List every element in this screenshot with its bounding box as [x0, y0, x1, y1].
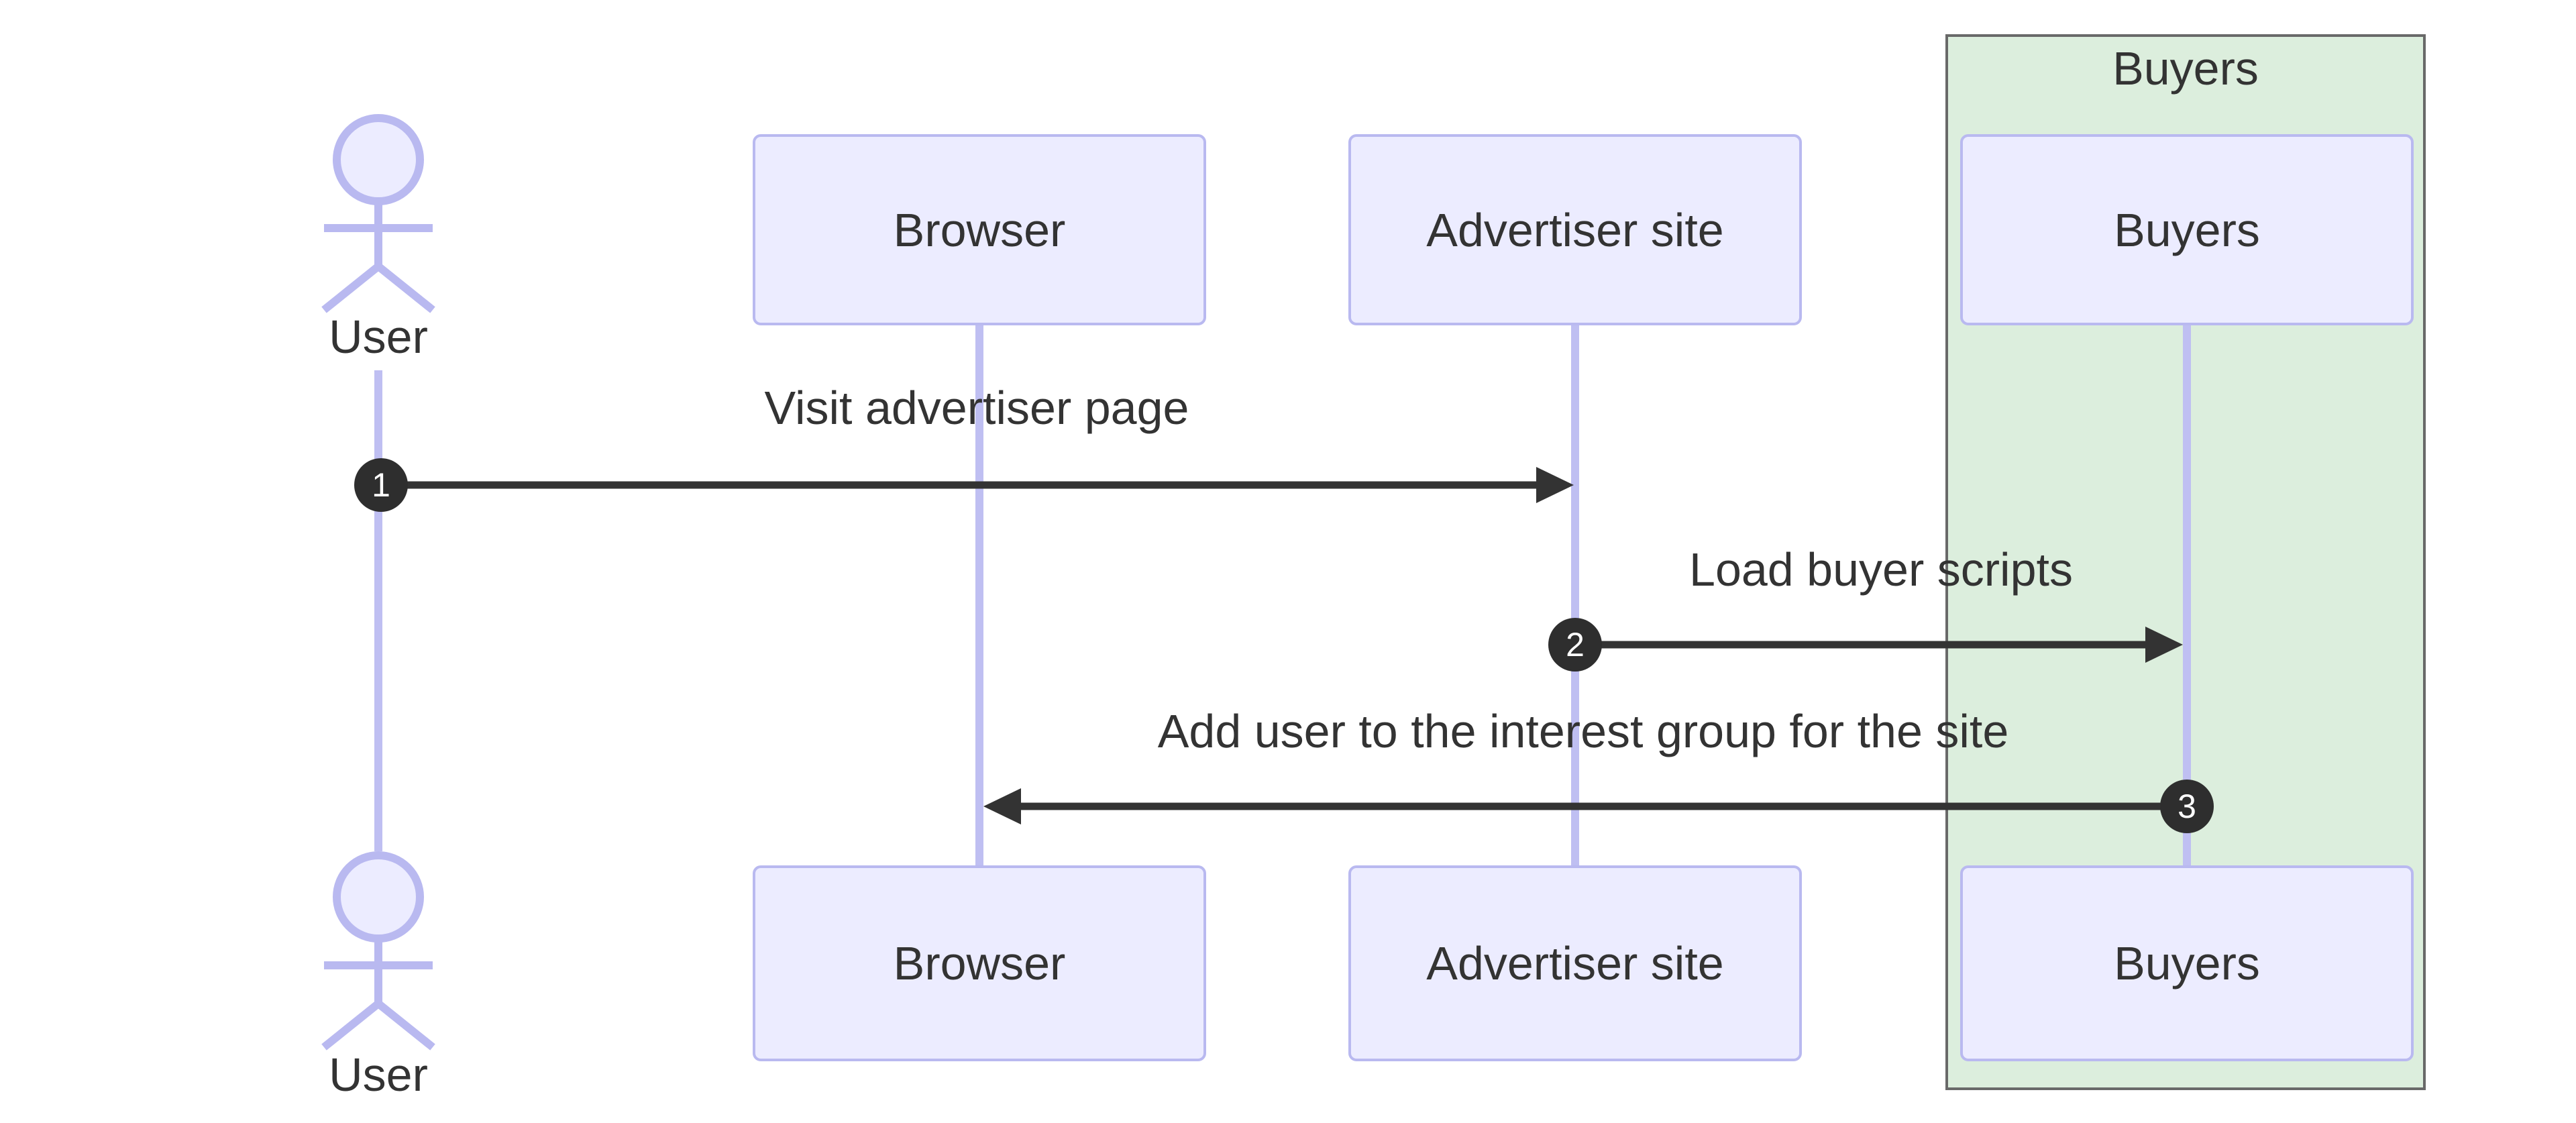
participant-box-browser-bottom: Browser — [753, 865, 1206, 1061]
message-arrow-1 — [381, 467, 1574, 503]
message-label-2: Load buyer scripts — [1689, 543, 2073, 596]
participant-box-advertiser-site-bottom: Advertiser site — [1348, 865, 1802, 1061]
arrowhead-left-icon — [983, 788, 1021, 824]
participant-label: Advertiser site — [1426, 203, 1724, 256]
participant-box-advertiser-site-top: Advertiser site — [1348, 134, 1802, 325]
message-arrow-2 — [1575, 627, 2183, 663]
participant-label: Browser — [893, 203, 1066, 256]
lifeline-buyers — [2183, 325, 2191, 865]
participant-label: Buyers — [2114, 203, 2260, 256]
lifeline-browser — [975, 325, 983, 865]
participant-label: Browser — [893, 937, 1066, 990]
arrowhead-right-icon — [2145, 627, 2183, 663]
buyers-group-label: Buyers — [2112, 42, 2259, 95]
participant-box-buyers-top: Buyers — [1960, 134, 2414, 325]
user-actor-icon — [321, 851, 435, 1051]
participant-label: Buyers — [2114, 937, 2260, 990]
message-label-1: Visit advertiser page — [764, 382, 1189, 434]
sequence-badge-3: 3 — [2160, 780, 2214, 833]
arrowhead-right-icon — [1536, 467, 1574, 503]
participant-box-buyers-bottom: Buyers — [1960, 865, 2414, 1061]
lifeline-advertiser-site — [1571, 325, 1579, 865]
user-actor-icon — [321, 114, 435, 313]
message-arrow-3 — [983, 788, 2187, 824]
participant-label: Advertiser site — [1426, 937, 1724, 990]
participant-box-browser-top: Browser — [753, 134, 1206, 325]
user-actor-label: User — [329, 311, 428, 363]
sequence-badge-1: 1 — [354, 458, 408, 512]
sequence-badge-2: 2 — [1548, 618, 1602, 672]
message-label-3: Add user to the interest group for the s… — [1157, 705, 2009, 757]
user-actor-label: User — [329, 1049, 428, 1101]
